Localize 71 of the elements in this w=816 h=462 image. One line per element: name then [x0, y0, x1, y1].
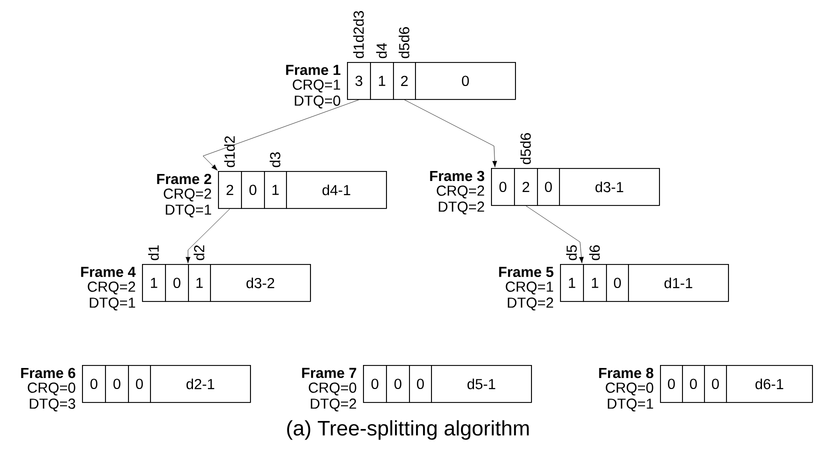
- slot-cell: 0: [128, 365, 151, 403]
- frame-label: CRQ=1: [292, 80, 340, 92]
- slot-label: d4: [376, 43, 387, 58]
- slot-label: d1d2d3: [353, 11, 364, 58]
- frame-label: DTQ=2: [310, 398, 356, 412]
- slot-cell: 0: [606, 264, 629, 302]
- slot-cell: 1: [188, 264, 211, 302]
- frame-label: CRQ=0: [308, 382, 356, 396]
- frame-label: Frame 3: [430, 170, 484, 182]
- frame-label: DTQ=1: [166, 204, 212, 218]
- slot-cell: 0: [537, 168, 560, 206]
- frame-label: Frame 7: [302, 368, 356, 378]
- frame-label: CRQ=2: [436, 186, 484, 198]
- frame-label: Frame 5: [499, 266, 554, 278]
- arrow: [202, 100, 360, 171]
- slot-cell: 0: [165, 264, 189, 302]
- slot-cell: d3-1: [559, 168, 660, 206]
- slot-cell: 0: [105, 365, 129, 403]
- frame-label: CRQ=0: [606, 382, 654, 396]
- slot-cell: 0: [660, 365, 683, 403]
- slot-label: d1d2: [224, 136, 235, 168]
- slot-cell: 0: [682, 365, 705, 403]
- slot-cell: 1: [142, 264, 166, 302]
- frame-label: CRQ=1: [506, 282, 554, 294]
- slot-cell: d1-1: [628, 264, 729, 302]
- slot-cell: 0: [82, 365, 106, 403]
- slot-cell: 0: [704, 365, 727, 403]
- slot-cell: 0: [386, 365, 410, 403]
- frame-label: DTQ=1: [608, 398, 654, 412]
- arrow: [526, 206, 584, 264]
- slot-cell: 0: [241, 171, 265, 209]
- slot-cell: 2: [218, 171, 242, 209]
- frame-label: DTQ=2: [438, 202, 484, 214]
- frame-label: DTQ=1: [90, 298, 136, 310]
- arrow: [404, 100, 498, 168]
- slot-cell: 2: [393, 62, 416, 100]
- slot-cell: 0: [363, 365, 387, 403]
- slot-label: d3: [270, 152, 280, 168]
- frame-label: CRQ=2: [164, 188, 212, 202]
- slot-cell: 0: [415, 62, 516, 100]
- slot-cell: 1: [370, 62, 394, 100]
- slot-cell: 1: [264, 171, 287, 209]
- slot-cell: d4-1: [286, 171, 387, 209]
- slot-cell: d3-2: [210, 264, 311, 302]
- frame-label: DTQ=0: [294, 96, 340, 108]
- frame-label: CRQ=0: [28, 382, 76, 396]
- slot-cell: 0: [409, 365, 432, 403]
- slot-label: d1: [148, 245, 159, 260]
- frame-label: Frame 8: [599, 368, 654, 378]
- slot-cell: 3: [347, 62, 371, 100]
- frame-label: DTQ=3: [30, 398, 76, 412]
- slot-label: d2: [194, 245, 204, 260]
- slot-label: d5d6: [398, 27, 410, 58]
- frame-label: Frame 1: [286, 64, 340, 76]
- frame-label: Frame 6: [21, 368, 76, 378]
- slot-label: d5: [566, 245, 577, 260]
- caption: (a) Tree-splitting algorithm: [287, 420, 529, 440]
- frame-label: Frame 2: [157, 174, 212, 184]
- slot-label: d6: [589, 245, 600, 260]
- frame-label: CRQ=2: [88, 282, 136, 294]
- slot-cell: 1: [560, 264, 584, 302]
- slot-cell: d2-1: [150, 365, 251, 403]
- slot-cell: d5-1: [431, 365, 532, 403]
- slot-cell: d6-1: [726, 365, 813, 403]
- frame-label: Frame 4: [81, 266, 136, 278]
- slot-cell: 1: [583, 264, 607, 302]
- frame-label: DTQ=2: [508, 298, 554, 310]
- arrow: [186, 208, 230, 264]
- slot-label: d5d6: [520, 133, 531, 164]
- slot-cell: 2: [514, 168, 538, 206]
- slot-cell: 0: [491, 168, 515, 206]
